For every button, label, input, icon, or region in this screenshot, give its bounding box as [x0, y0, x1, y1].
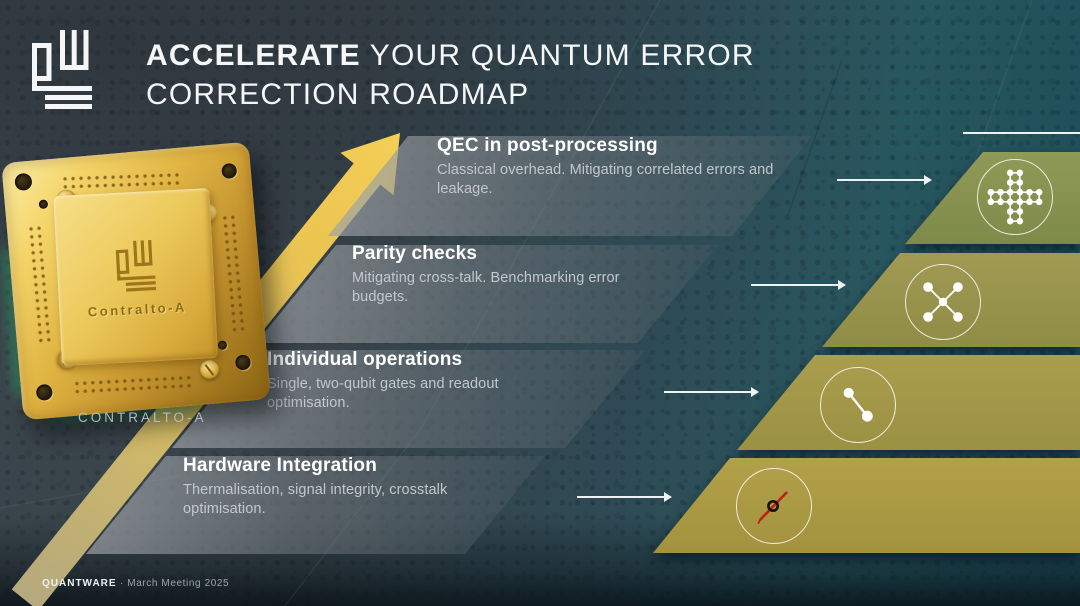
chip-vent-holes: [26, 224, 52, 345]
arrow-connector-qec: [837, 175, 932, 185]
chip-screw: [197, 357, 222, 382]
arrow-connector-parity: [751, 280, 846, 290]
pyramid-level-individual: [737, 355, 1080, 450]
slide-title-rest: YOUR QUANTUM ERROR: [360, 39, 755, 72]
step-hardware-title: Hardware Integration: [183, 455, 378, 476]
chip-gold-package: Contralto-A: [1, 141, 271, 421]
pyramid-level-individual-face: [737, 355, 1080, 450]
surface-code-lattice-icon: [977, 159, 1053, 235]
footer-brand: QUANTWARE: [42, 578, 117, 589]
step-qec: QEC in post-processing Classical overhea…: [437, 134, 782, 199]
quantware-logo: [32, 30, 92, 109]
chip-lid: Contralto-A: [53, 188, 218, 366]
chip-mount-hole: [38, 199, 49, 210]
pyramid-level-hardware-face: [653, 458, 1080, 553]
chip-engraved-logo: [115, 239, 157, 292]
step-parity: Parity checks Mitigating cross-talk. Ben…: [352, 242, 657, 307]
pyramid-level-hardware: [653, 458, 1080, 553]
step-parity-title: Parity checks: [352, 243, 478, 264]
arrow-connector-individual: [664, 387, 759, 397]
chip-mount-hole: [234, 354, 252, 371]
step-qec-description: Classical overhead. Mitigating correlate…: [437, 162, 774, 197]
chip-vent-holes: [60, 170, 182, 190]
chip-mount-hole: [217, 340, 228, 351]
chip-mount-hole: [35, 383, 54, 402]
step-individual: Individual operations Single, two-qubit …: [267, 348, 532, 413]
step-individual-title: Individual operations: [267, 349, 463, 370]
two-qubit-link-icon: [820, 367, 896, 443]
step-hardware: Hardware Integration Thermalisation, sig…: [183, 454, 493, 519]
arrow-connector-hardware: [577, 492, 672, 502]
slide-title: ACCELERATE YOUR QUANTUM ERROR CORRECTION…: [146, 36, 755, 114]
slide-footer: QUANTWARE · March Meeting 2025: [42, 578, 229, 589]
footer-meta: · March Meeting 2025: [119, 578, 230, 589]
slide-title-line2: CORRECTION ROADMAP: [146, 78, 530, 111]
step-band-qec-fill: [328, 136, 812, 236]
slide-title-strong: ACCELERATE: [146, 39, 361, 72]
step-parity-description: Mitigating cross-talk. Benchmarking erro…: [352, 270, 620, 305]
chip-engraving-text: Contralto-A: [87, 298, 188, 320]
parity-plaquette-icon: [905, 264, 981, 340]
qubit-junction-icon: [736, 468, 812, 544]
chip-vent-holes: [220, 213, 245, 334]
chip-caption: CONTRALTO-A: [78, 410, 207, 425]
chip-vent-holes: [72, 373, 194, 394]
chip-mount-hole: [14, 172, 33, 192]
step-band-qec: [328, 136, 812, 236]
chip-mount-hole: [221, 162, 238, 180]
logical-level-line: [963, 132, 1080, 134]
step-qec-title: QEC in post-processing: [437, 135, 658, 156]
step-individual-description: Single, two-qubit gates and readout opti…: [267, 376, 499, 411]
step-hardware-description: Thermalisation, signal integrity, crosst…: [183, 482, 448, 517]
contralto-chip-image: Contralto-A: [1, 141, 271, 421]
